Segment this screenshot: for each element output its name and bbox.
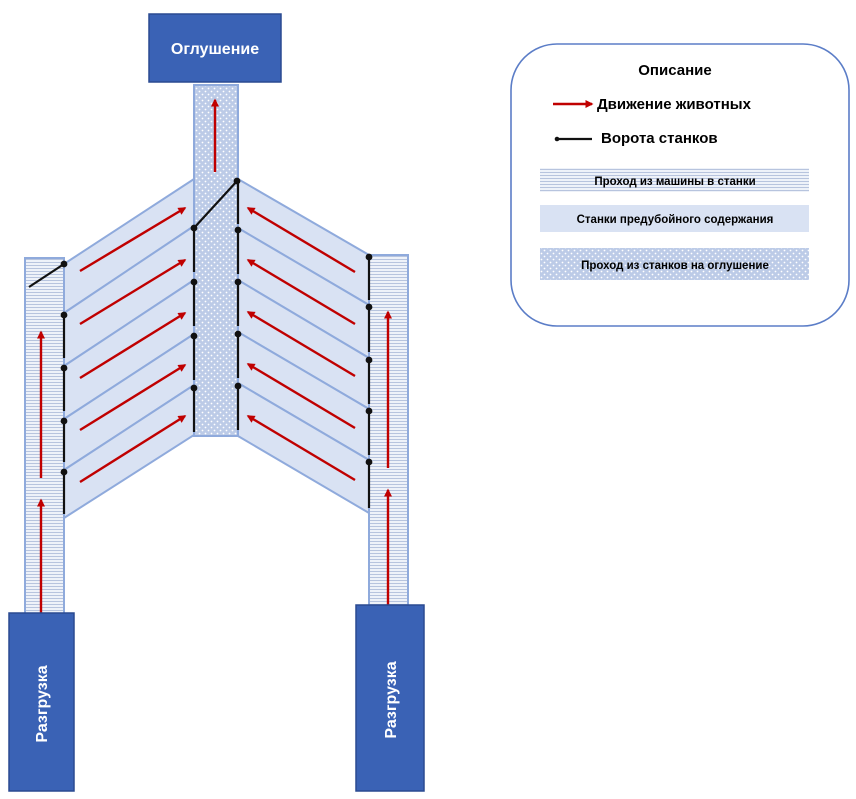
legend-central-lane-label: Проход из станков на оглушение [581, 260, 769, 272]
gates [28, 177, 373, 514]
legend-gates-label: Ворота станков [601, 130, 718, 147]
stunning-label: Оглушение [171, 41, 259, 58]
left-entry-lane [24, 257, 65, 619]
unloading-right-block [355, 604, 425, 792]
legend-movement-label: Движение животных [597, 96, 752, 113]
legend: Описание Движение животных Ворота станко… [510, 43, 850, 327]
unloading-right-label: Разгрузка [383, 661, 400, 738]
legend-swatch-entry-lane [540, 168, 809, 192]
legend-pens-label: Станки предубойного содержания [577, 214, 774, 226]
legend-title: Описание [638, 62, 711, 79]
unloading-left-label: Разгрузка [34, 665, 51, 742]
movement-arrows [37, 98, 392, 648]
legend-swatch-pens [540, 205, 809, 232]
stunning-block [148, 13, 282, 83]
legend-swatch-central-lane [540, 248, 809, 280]
legend-entry-lane-label: Проход из машины в станки [594, 176, 755, 188]
unloading-left-block [8, 612, 75, 792]
legend-gate-hinge [554, 136, 560, 142]
